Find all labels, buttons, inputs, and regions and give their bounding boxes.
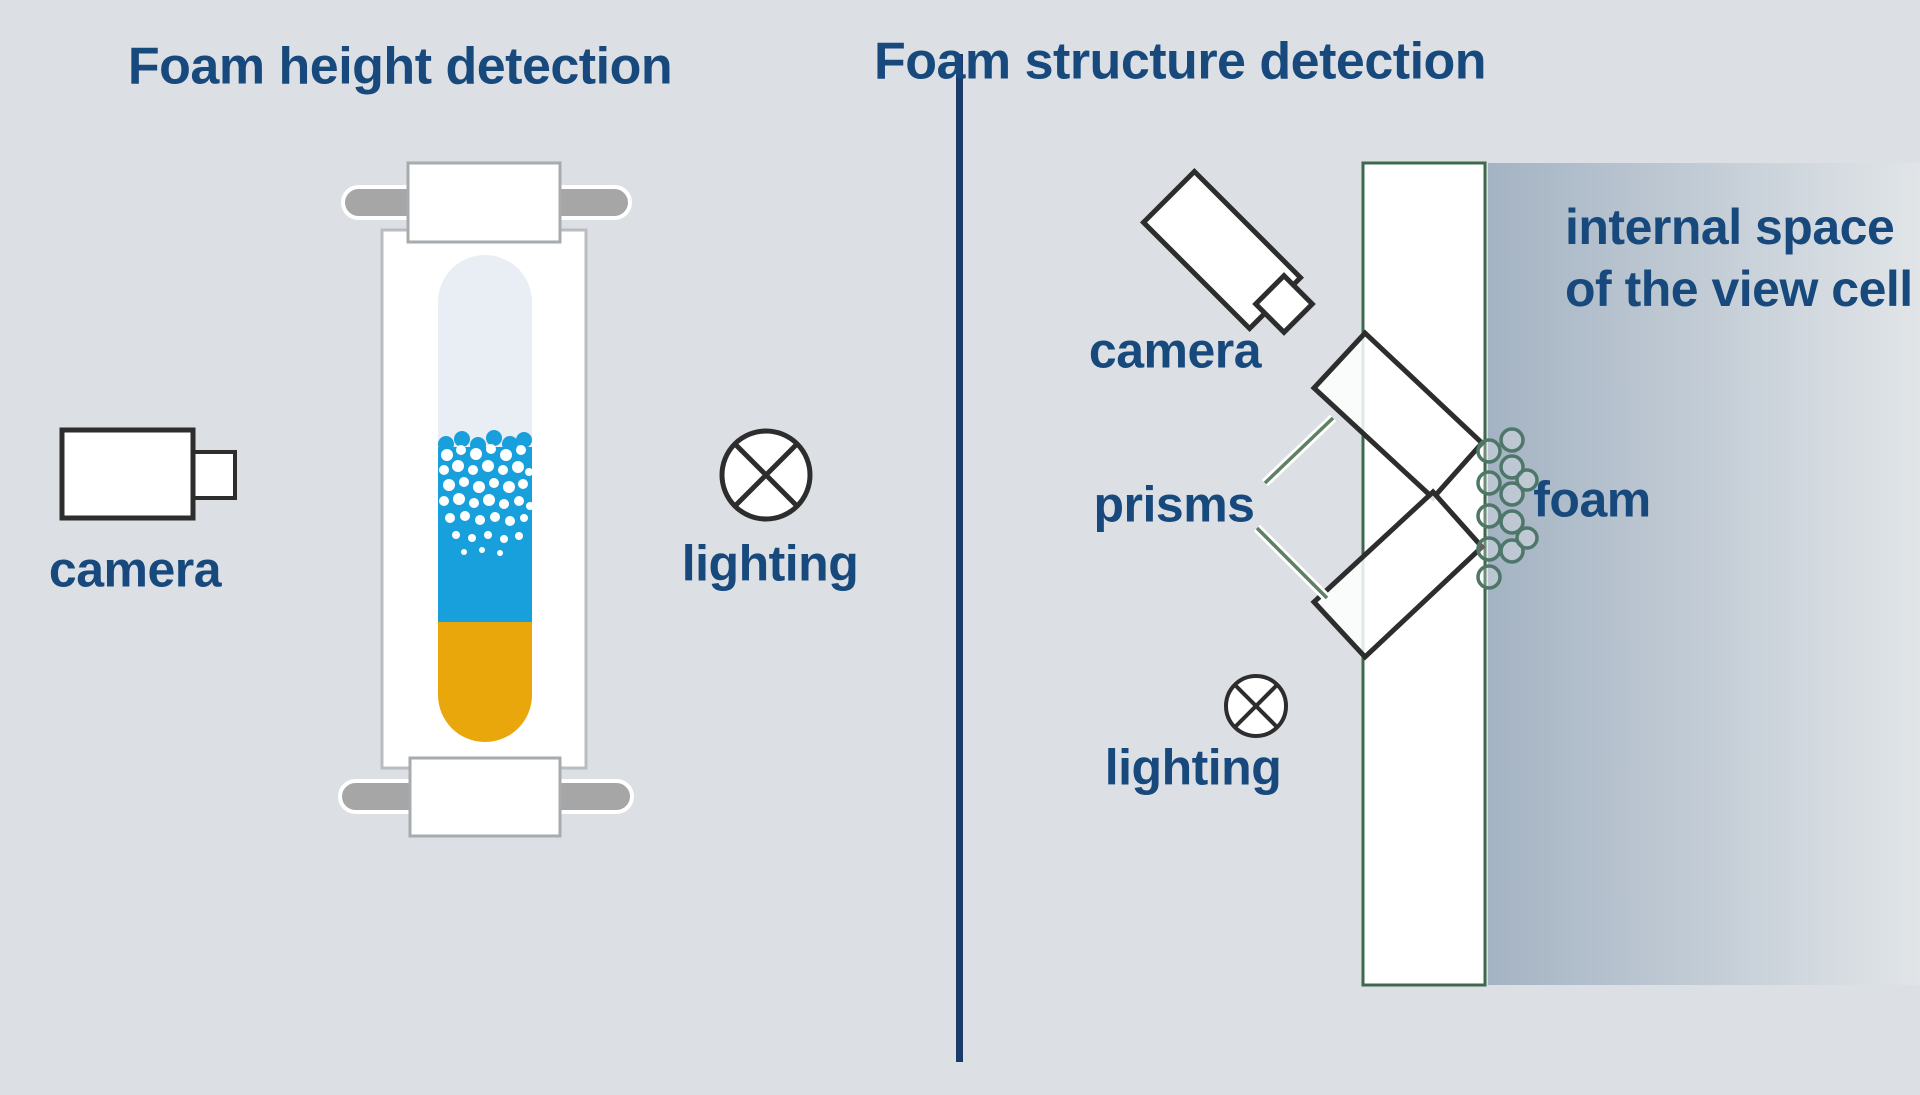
camera-icon (59, 427, 237, 521)
top-clamp-icon (406, 161, 562, 244)
lighting-label: lighting (1104, 739, 1282, 796)
camera-icon (1139, 167, 1316, 336)
foam-label: foam (1533, 471, 1651, 528)
internal-space-label: internal space of the view cell (1565, 199, 1913, 317)
camera-label: camera (48, 541, 222, 598)
tube-empty-region (438, 255, 532, 455)
camera-lens-icon (191, 450, 237, 500)
foam-bubbles-icon (1476, 427, 1539, 590)
prisms-label: prisms (1093, 476, 1255, 533)
internal-space-region (1488, 163, 1920, 985)
camera-label: camera (1088, 322, 1262, 379)
foam-bubbles (439, 444, 532, 556)
bottom-clamp-icon (408, 756, 562, 838)
prism-icon (1310, 488, 1486, 661)
pointer-lines (1253, 414, 1337, 602)
pointer-line (1255, 526, 1329, 600)
left-panel-title: Foam height detection (127, 37, 673, 96)
lighting-icon (719, 428, 813, 522)
pointer-line (1263, 416, 1335, 485)
camera-body (59, 427, 196, 521)
lighting-icon (1224, 674, 1288, 738)
sample-tube-icon (438, 255, 532, 742)
lighting-label: lighting (681, 535, 859, 592)
right-panel-title: Foam structure detection (873, 32, 1487, 91)
camera-lens-icon (1252, 272, 1316, 336)
panel-divider (956, 54, 963, 1062)
liquid-region (438, 622, 532, 742)
